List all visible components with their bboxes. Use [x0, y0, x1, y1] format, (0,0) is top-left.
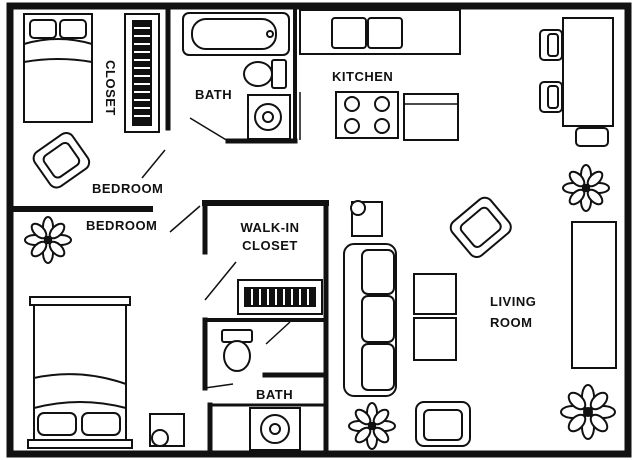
armchair-bottom	[415, 401, 471, 447]
plant-bedroom	[24, 216, 72, 264]
bathtub-top	[182, 12, 290, 56]
sink-top	[247, 94, 291, 140]
bath-top-label: BATH	[195, 87, 232, 102]
bath-door-lower	[204, 383, 234, 389]
bed-main	[27, 296, 133, 449]
walkin-closet-rod	[237, 279, 323, 315]
bedroom-door-main	[169, 205, 201, 233]
plant-corner	[560, 384, 616, 440]
dining-table	[562, 17, 614, 147]
walkin-label-2: CLOSET	[242, 238, 298, 253]
armchair-top	[32, 131, 91, 189]
bedroom-main-label: BEDROOM	[86, 218, 157, 233]
bedroom-top-label: BEDROOM	[92, 181, 163, 196]
stove	[335, 91, 399, 139]
nightstand-main	[149, 413, 185, 447]
living-label-1: LIVING	[490, 294, 536, 309]
exterior-wall	[6, 2, 632, 458]
plant-dining	[562, 164, 610, 212]
coffee-table	[413, 273, 457, 361]
bath-door-bottom	[265, 321, 291, 345]
bath-bottom-label: BATH	[256, 387, 293, 402]
closet-rod-top	[124, 13, 160, 133]
kitchen-label: KITCHEN	[332, 69, 393, 84]
side-table-living	[350, 200, 383, 237]
bar-stool-1	[539, 29, 563, 61]
toilet-top	[243, 59, 287, 89]
armchair-living	[449, 196, 512, 259]
closet-label: CLOSET	[103, 60, 118, 116]
walls	[6, 2, 632, 458]
bar-stool-2	[539, 81, 563, 113]
living-label-2: ROOM	[490, 315, 532, 330]
walkin-door	[204, 261, 237, 301]
tv-console	[571, 221, 617, 369]
refrigerator	[403, 93, 459, 141]
plant-sofa	[348, 402, 396, 450]
kitchen-counter	[299, 9, 461, 140]
walkin-label-1: WALK-IN	[240, 220, 299, 235]
toilet-bottom	[221, 329, 253, 372]
sink-bottom	[249, 407, 301, 451]
bedroom-door-top	[141, 149, 166, 179]
bath-door	[189, 117, 229, 142]
sofa	[343, 243, 397, 397]
bed-top	[23, 13, 93, 123]
